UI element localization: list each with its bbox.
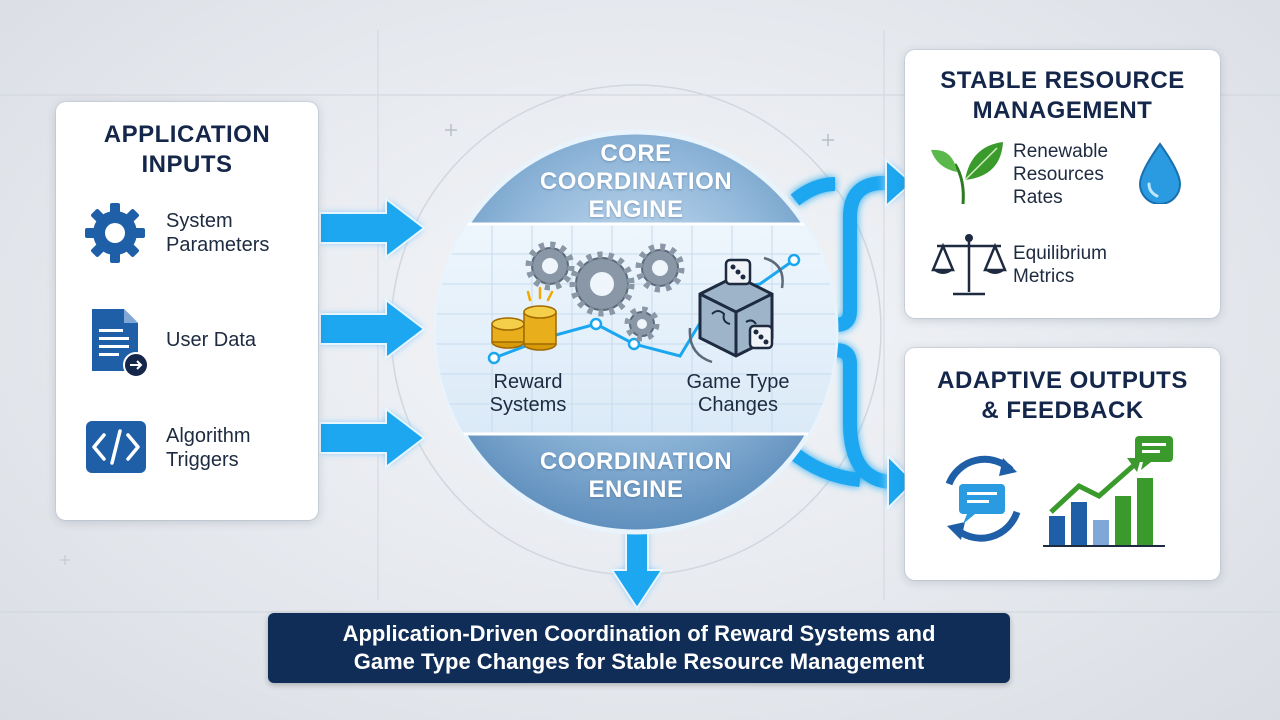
arrow-to-stable (818, 176, 890, 332)
feedback-cycle-icon (945, 455, 1021, 542)
input-arrows (319, 196, 426, 470)
renewable-line3: Rates (1013, 187, 1063, 208)
arrowhead-stable (885, 157, 914, 209)
adaptive-title-line2: & FEEDBACK (981, 397, 1144, 424)
equilibrium-line1: Equilibrium (1013, 243, 1107, 264)
equilibrium-metrics-label: Equilibrium Metrics (1013, 242, 1107, 288)
system-parameters-line1: System (166, 210, 233, 232)
renewable-line1: Renewable (1013, 141, 1109, 162)
engine-bottom-title: COORDINATION ENGINE (432, 448, 840, 504)
water-drop-icon (1138, 142, 1182, 204)
engine-top-title-line3: ENGINE (588, 196, 684, 223)
engine-top-title-line1: CORE (600, 140, 672, 167)
inputs-title: APPLICATION INPUTS (56, 120, 318, 180)
stable-title: STABLE RESOURCE MANAGEMENT (905, 66, 1220, 126)
caption-line1: Application-Driven Coordination of Rewar… (342, 621, 936, 646)
output-arrows (785, 176, 896, 489)
adaptive-title-line1: ADAPTIVE OUTPUTS (937, 367, 1188, 394)
arrow-to-adaptive (818, 343, 896, 489)
stable-title-line2: MANAGEMENT (972, 97, 1153, 124)
algorithm-triggers-line2: Triggers (166, 449, 239, 471)
code-icon (86, 421, 146, 473)
engine-bottom-title-line2: ENGINE (588, 476, 684, 503)
caption-line2: Game Type Changes for Stable Resource Ma… (353, 649, 925, 674)
gears-icon (525, 241, 685, 342)
engine-bottom-title-line1: COORDINATION (539, 448, 733, 475)
engine-top-title: CORE COORDINATION ENGINE (432, 140, 840, 224)
arrow-algorithm-triggers (319, 406, 426, 470)
game-type-changes-label: Game Type Changes (668, 371, 808, 417)
equilibrium-line2: Metrics (1013, 266, 1075, 287)
arrow-from-engine-curve (790, 177, 836, 206)
game-type-changes-line2: Changes (697, 394, 779, 416)
renewable-resources-rates-label: Renewable Resources Rates (1013, 140, 1108, 209)
engine-top-title-line2: COORDINATION (539, 168, 733, 195)
reward-systems-line2: Systems (489, 394, 567, 416)
arrow-system-parameters (319, 196, 426, 260)
adaptive-outputs-feedback-card: ADAPTIVE OUTPUTS & FEEDBACK (905, 348, 1220, 580)
algorithm-triggers-label: Algorithm Triggers (166, 424, 250, 472)
user-data-label: User Data (166, 329, 257, 351)
core-coordination-engine: CORE COORDINATION ENGINE Reward Systems … (432, 128, 840, 536)
reward-systems-line1: Reward (493, 371, 563, 393)
leaf-icon (931, 142, 1003, 205)
application-inputs-card: APPLICATION INPUTS System Parameters Use… (56, 102, 318, 520)
game-type-changes-line1: Game Type (686, 371, 790, 393)
growth-chart-icon (1043, 436, 1173, 547)
arrowhead-adaptive (887, 453, 916, 511)
document-icon (92, 309, 149, 378)
stable-resource-management-card: STABLE RESOURCE MANAGEMENT Renewable Res… (905, 50, 1220, 318)
gear-icon (85, 203, 145, 263)
caption-banner: Application-Driven Coordination of Rewar… (268, 613, 1010, 683)
arrow-to-caption (610, 527, 664, 610)
stable-title-line1: STABLE RESOURCE (940, 67, 1185, 94)
inputs-title-line1: APPLICATION (103, 121, 271, 148)
coins-icon (491, 286, 557, 351)
dice-puzzle-icon (688, 256, 784, 364)
adaptive-title: ADAPTIVE OUTPUTS & FEEDBACK (905, 366, 1220, 426)
system-parameters-line2: Parameters (166, 234, 270, 256)
arrow-user-data (319, 297, 426, 361)
renewable-line2: Resources (1013, 164, 1104, 185)
reward-systems-label: Reward Systems (468, 371, 588, 417)
system-parameters-label: System Parameters (166, 209, 269, 257)
algorithm-triggers-line1: Algorithm (166, 425, 251, 447)
inputs-title-line2: INPUTS (141, 151, 233, 178)
balance-scale-icon (931, 234, 1007, 296)
